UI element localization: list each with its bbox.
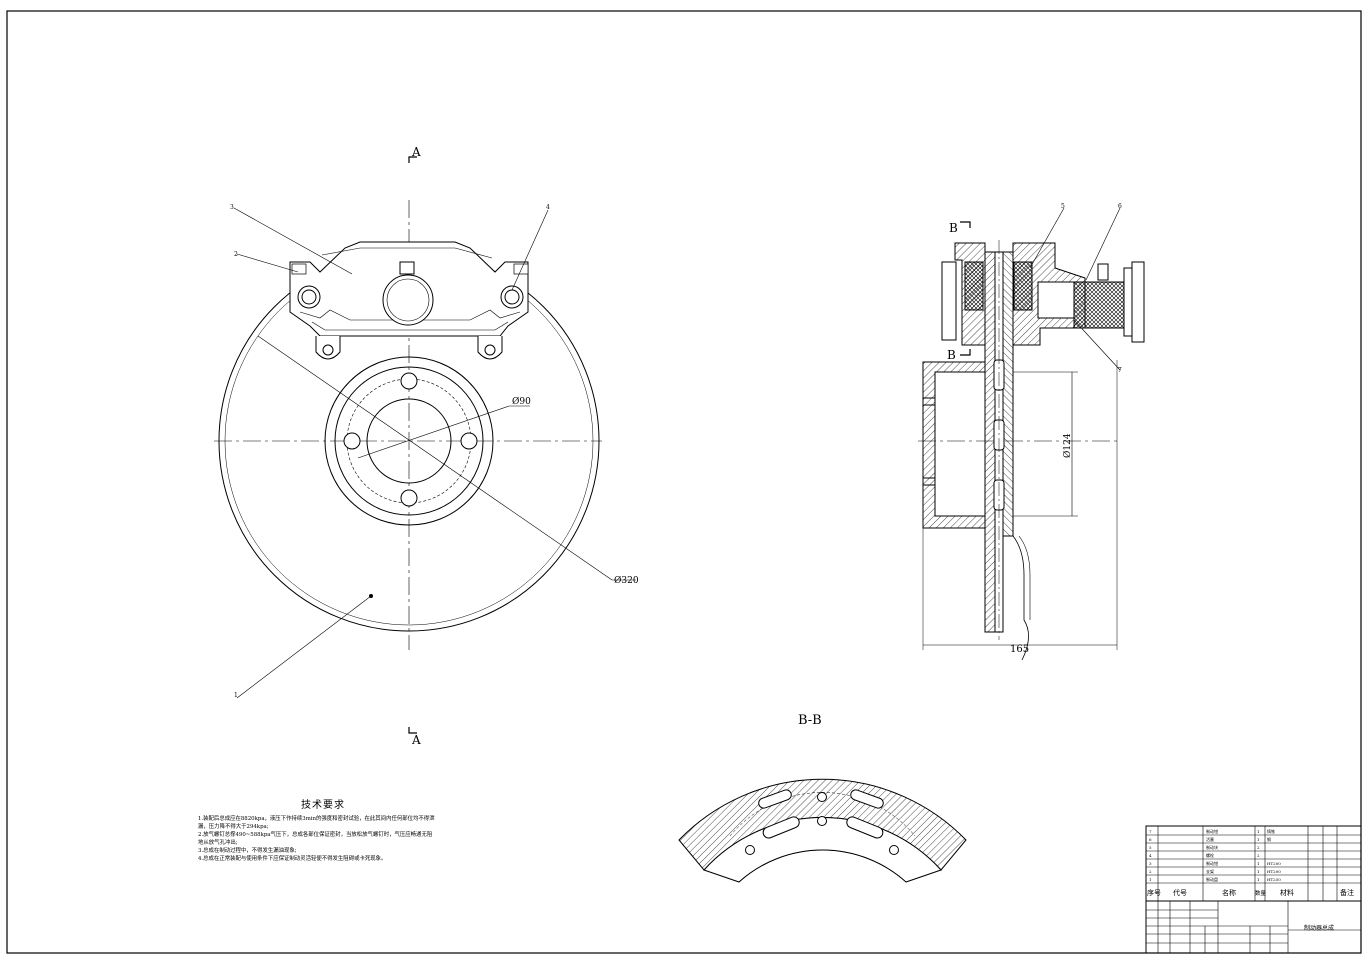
dimension-165: 165 [1010, 644, 1029, 655]
balloon-2: 2 [234, 251, 238, 258]
front-view-labels: A A Ø90 Ø320 3 2 4 1 [230, 145, 639, 747]
parts-row-name: 支架 [1206, 868, 1214, 874]
dimension-d320: Ø320 [614, 575, 639, 586]
front-view [214, 156, 636, 734]
header-material: 材料 [1280, 888, 1294, 897]
header-code: 代号 [1173, 888, 1187, 897]
balloon-1: 1 [234, 692, 238, 699]
parts-row-name: 螺栓 [1206, 852, 1214, 858]
brake-pad [1013, 261, 1033, 311]
parts-row-no: 6 [1149, 837, 1152, 842]
balloon-5: 5 [1061, 203, 1065, 210]
parts-row-material: 钢 [1267, 836, 1271, 842]
balloon-7: 7 [1118, 367, 1122, 374]
parts-row-qty: 2 [1257, 845, 1260, 850]
tech-req-line: 1.装配后总成应在8820kpa，液压下作持续3min的强度和密封试验，在此其间… [198, 816, 435, 822]
parts-row-qty: 1 [1257, 829, 1260, 834]
tech-req-line: 2.放气螺钉总撑490~588kpa气压下，总成各部位保证密封，当放松放气螺钉时… [198, 832, 433, 838]
parts-row-name: 制动块 [1206, 844, 1218, 850]
tech-req-line: 4.总成在正常装配与使用条件下应保证制动灵活轻便不得发生阻碍或卡死现象。 [198, 856, 387, 862]
header-name: 名称 [1222, 888, 1236, 897]
section-mark-b-bottom: B [947, 348, 956, 362]
parts-row-no: 5 [1149, 845, 1152, 850]
parts-row-material: HT200 [1267, 861, 1281, 866]
bolt-hole [400, 372, 418, 390]
brake-pad [964, 261, 984, 311]
parts-row-no: 3 [1149, 861, 1152, 866]
parts-row-qty: 1 [1257, 877, 1260, 882]
title-block-headers: 序号 代号 名称 数量 材料 备注 制动器总成 [1147, 888, 1354, 932]
bolt-hole [400, 489, 418, 507]
parts-row-no: 1 [1149, 877, 1152, 882]
parts-row-name: 制动钳 [1206, 860, 1218, 866]
bolt-hole [460, 432, 478, 450]
parts-row-material: HT250 [1267, 877, 1281, 882]
balloon-3: 3 [230, 204, 234, 211]
piston [1037, 281, 1075, 319]
title-block-text: 7 制动钳 1 铸铁 6 活塞 1 钢 5 制动块 2 4 螺栓 2 3 制动钳… [1149, 828, 1281, 882]
parts-row-qty: 1 [1257, 837, 1260, 842]
bolt-hole [343, 432, 361, 450]
tech-req-line: 漏，压力降不得大于294kpa; [198, 824, 269, 830]
piston-bore [382, 274, 434, 326]
side-section-view [918, 207, 1145, 661]
drawing-name: 制动器总成 [1304, 924, 1334, 932]
parts-row-material: HT200 [1267, 869, 1281, 874]
guide-pin [500, 285, 524, 309]
tech-req-line: 地从放气孔冲出; [198, 840, 238, 846]
parts-row-name: 制动钳 [1206, 828, 1218, 834]
parts-row-no: 2 [1149, 869, 1152, 874]
tech-req-title: 技术要求 [301, 800, 345, 811]
section-mark-a-top: A [411, 145, 421, 159]
parts-row-no: 7 [1149, 829, 1152, 834]
tech-req-line: 3.总成在制动过程中，不得发生漏油现象; [198, 848, 297, 854]
parts-row-qty: 1 [1257, 861, 1260, 866]
parts-row-qty: 1 [1257, 869, 1260, 874]
section-bb-title: B-B [798, 713, 822, 728]
parts-row-material: 铸铁 [1267, 828, 1275, 834]
technical-requirements: 技术要求 1.装配后总成应在8820kpa，液压下作持续3min的强度和密封试验… [198, 796, 448, 863]
parts-row-name: 活塞 [1206, 836, 1214, 842]
hub-section [922, 361, 986, 529]
section-mark-b-top: B [949, 221, 958, 235]
section-mark-a-bottom: A [411, 733, 421, 747]
parts-row-name: 制动盘 [1206, 876, 1218, 882]
section-bb-view [678, 778, 967, 883]
hub-outline [324, 356, 494, 526]
header-remarks: 备注 [1340, 888, 1354, 897]
parts-row-no: 4 [1149, 853, 1152, 858]
title-block [1145, 825, 1362, 954]
balloon-6: 6 [1118, 203, 1122, 210]
header-no: 序号 [1147, 888, 1161, 897]
guide-pin [297, 285, 321, 309]
sheet-border [6, 10, 1362, 954]
parts-row-qty: 2 [1257, 853, 1260, 858]
header-qty: 数量 [1255, 889, 1267, 897]
side-section-labels: B B Ø124 165 5 6 7 [947, 203, 1122, 655]
balloon-4: 4 [546, 204, 550, 211]
dimension-d124: Ø124 [1062, 433, 1073, 458]
dimension-d90: Ø90 [512, 396, 531, 407]
